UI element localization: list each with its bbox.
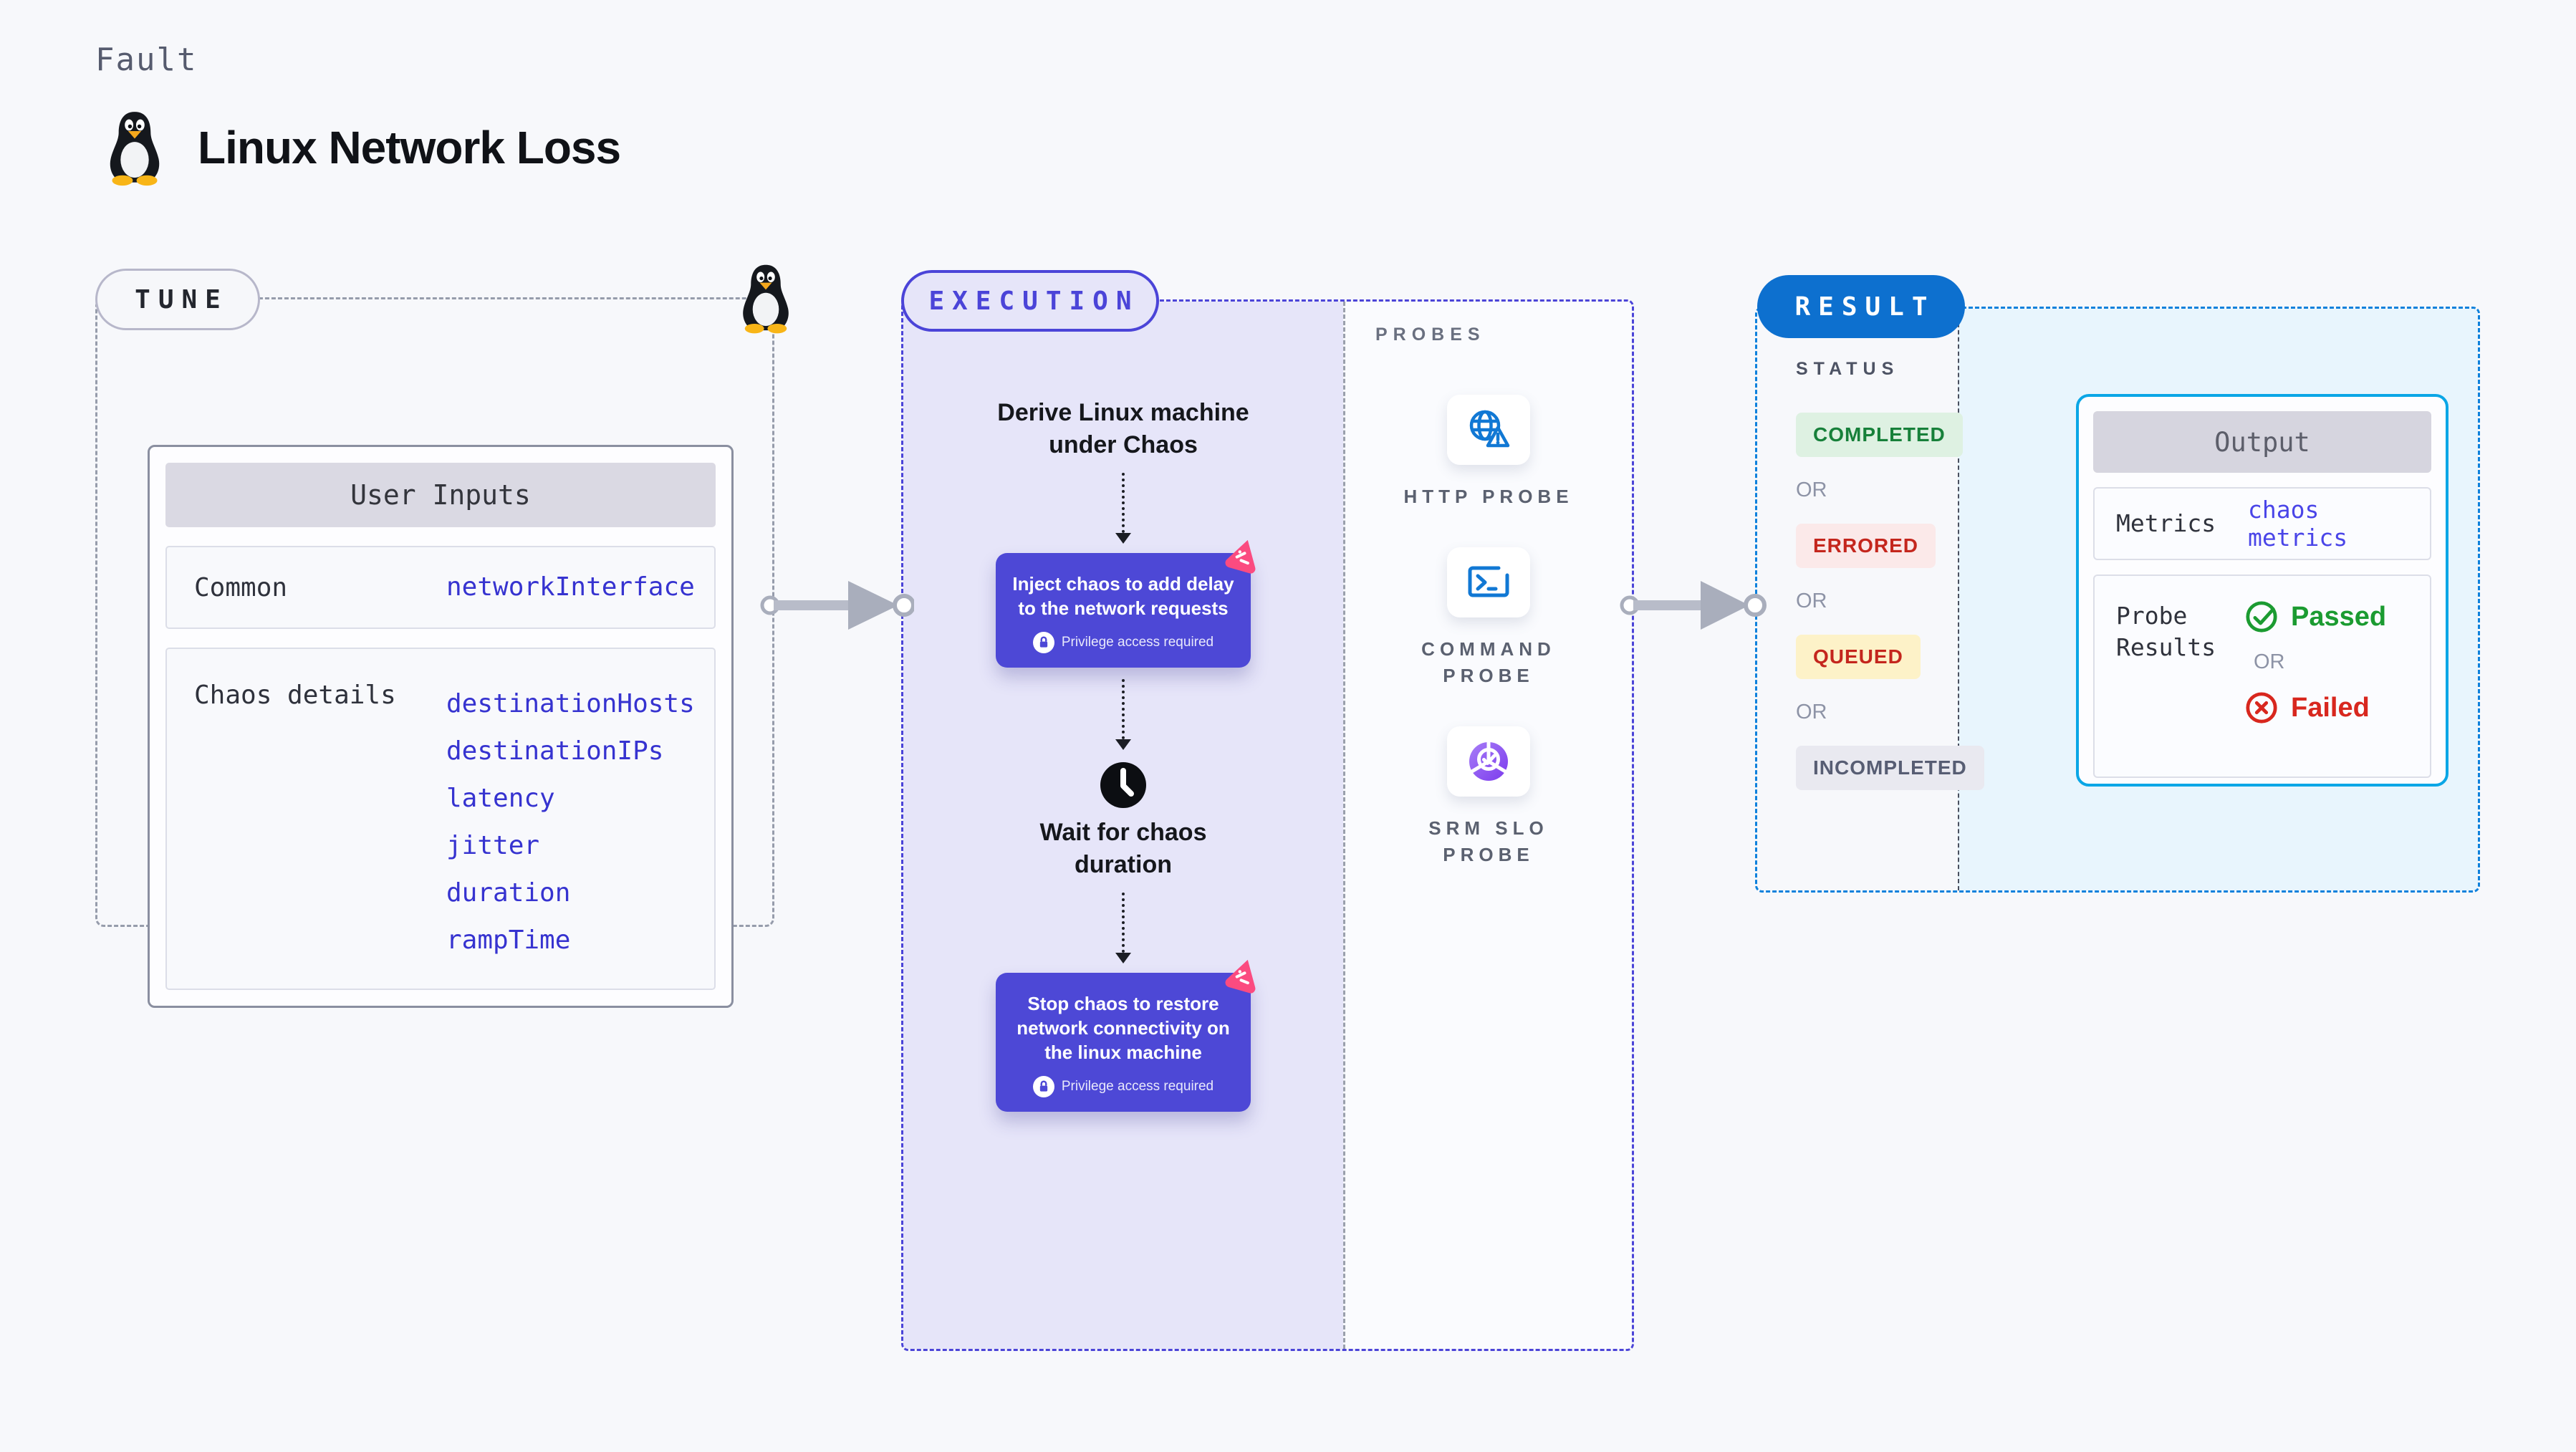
- status-badge-incompleted: INCOMPLETED: [1796, 746, 1984, 790]
- status-output-divider: [1958, 309, 1959, 890]
- privilege-note: Privilege access required: [1009, 1076, 1238, 1097]
- clock-icon: [1100, 762, 1146, 808]
- execution-probes-divider: [1343, 302, 1345, 1349]
- fault-kicker: Fault: [95, 42, 198, 78]
- flow-arrow-down-icon: [1115, 679, 1131, 750]
- metrics-value: chaos metrics: [2248, 496, 2348, 552]
- flow-arrow-down-icon: [1115, 473, 1131, 544]
- tune-badge: TUNE: [95, 269, 260, 330]
- terminal-icon: [1468, 566, 1509, 597]
- privilege-text: Privilege access required: [1061, 635, 1214, 650]
- status-badge-queued: QUEUED: [1796, 635, 1921, 679]
- slo-donut-check-icon: [1469, 741, 1508, 781]
- result-badge: RESULT: [1757, 275, 1965, 338]
- lock-icon: [1032, 1076, 1054, 1097]
- param-value: jitter: [446, 831, 540, 860]
- result-section: RESULT STATUS COMPLETED OR ERRORED OR QU…: [1755, 275, 2480, 893]
- probe-item-command: COMMAND PROBE: [1399, 547, 1578, 689]
- or-separator: OR: [2254, 650, 2285, 673]
- lock-icon: [1032, 632, 1054, 653]
- probe-label: COMMAND PROBE: [1421, 638, 1556, 686]
- probe-verdicts: Passed OR Failed: [2245, 600, 2386, 724]
- step-text: Inject chaos to add delay to the network…: [1012, 573, 1234, 619]
- user-inputs-card: User Inputs Common networkInterface Chao…: [148, 445, 734, 1008]
- step-wait-duration: Wait for chaos duration: [1039, 819, 1207, 878]
- page-title: Linux Network Loss: [198, 122, 621, 173]
- probe-item-http: HTTP PROBE: [1403, 395, 1573, 510]
- check-circle-icon: [2246, 601, 2277, 633]
- passed-label: Passed: [2291, 601, 2387, 632]
- or-separator: OR: [1796, 590, 1827, 612]
- status-column: STATUS COMPLETED OR ERRORED OR QUEUED OR…: [1796, 359, 1984, 790]
- probe-results-row: Probe Results Passed OR Failed: [2093, 574, 2431, 778]
- arrow-tune-to-execution: [760, 581, 914, 630]
- execution-flow: Derive Linux machine under Chaos Inject …: [903, 302, 1343, 1112]
- probe-label: SRM SLO PROBE: [1428, 817, 1549, 865]
- or-separator: OR: [1796, 479, 1827, 501]
- tune-section: TUNE User Inputs Common networkInterface…: [95, 264, 789, 1008]
- param-value: rampTime: [446, 925, 571, 955]
- privilege-text: Privilege access required: [1061, 1079, 1214, 1094]
- arrow-probes-to-result: [1620, 581, 1767, 630]
- http-probe-card: [1446, 395, 1530, 465]
- param-value: duration: [446, 878, 571, 908]
- step-text: Stop chaos to restore network connectivi…: [1017, 993, 1230, 1063]
- execution-badge: EXECUTION: [901, 270, 1159, 332]
- x-circle-icon: [2246, 692, 2277, 723]
- execution-section: PROBES HTTP PROBE: [901, 270, 1634, 1351]
- metrics-row: Metrics chaos metrics: [2093, 487, 2431, 560]
- probe-item-srm-slo: SRM SLO PROBE: [1399, 726, 1578, 868]
- output-header: Output: [2093, 411, 2431, 473]
- output-card: Output Metrics chaos metrics Probe Resul…: [2076, 394, 2448, 787]
- param-value: destinationIPs: [446, 736, 664, 766]
- user-inputs-row-common: Common networkInterface: [165, 546, 716, 629]
- linux-penguin-icon: [743, 264, 789, 334]
- step-derive-machine: Derive Linux machine under Chaos: [997, 399, 1249, 458]
- user-inputs-row-chaos-details: Chaos details destinationHosts destinati…: [165, 648, 716, 990]
- probes-heading: PROBES: [1375, 324, 1486, 345]
- verdict-failed: Failed: [2245, 691, 2386, 724]
- param-value: latency: [446, 784, 555, 813]
- srm-slo-probe-card: [1447, 726, 1530, 797]
- probe-results-label: Probe Results: [2116, 602, 2216, 661]
- command-probe-card: [1447, 547, 1530, 617]
- verdict-passed: Passed: [2245, 600, 2386, 633]
- flow-arrow-down-icon: [1115, 893, 1131, 963]
- row-label: Common: [194, 572, 288, 602]
- probe-label: HTTP PROBE: [1403, 486, 1574, 507]
- status-badge-completed: COMPLETED: [1796, 413, 1963, 457]
- status-heading: STATUS: [1796, 359, 1900, 379]
- status-badge-errored: ERRORED: [1796, 524, 1936, 568]
- chaos-logo-icon: [1225, 959, 1256, 994]
- param-list: destinationHosts destinationIPs latency …: [446, 681, 695, 964]
- probes-section: PROBES HTTP PROBE: [1345, 302, 1632, 1349]
- param-value: destinationHosts: [446, 689, 695, 718]
- row-label: Chaos details: [194, 681, 396, 710]
- privilege-note: Privilege access required: [1009, 632, 1238, 653]
- failed-label: Failed: [2291, 692, 2370, 723]
- param-value: networkInterface: [446, 572, 695, 602]
- linux-penguin-icon: [110, 112, 160, 186]
- step-stop-chaos: Stop chaos to restore network connectivi…: [996, 959, 1256, 1112]
- user-inputs-header: User Inputs: [165, 463, 716, 527]
- step-inject-chaos: Inject chaos to add delay to the network…: [996, 539, 1256, 668]
- or-separator: OR: [1796, 701, 1827, 723]
- chaos-logo-icon: [1225, 539, 1256, 574]
- globe-alert-icon: [1469, 410, 1510, 448]
- metrics-label: Metrics: [2116, 509, 2216, 537]
